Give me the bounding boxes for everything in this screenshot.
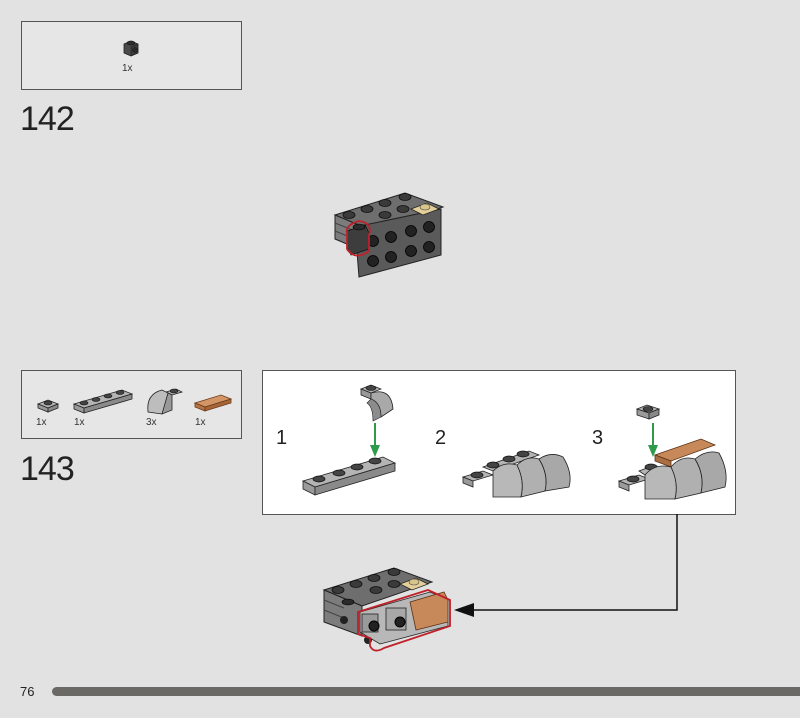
part-quantity: 3x bbox=[146, 417, 157, 428]
assembly-image-step-142 bbox=[333, 192, 445, 278]
substep-number-2: 2 bbox=[435, 427, 447, 449]
callout-connector-arrow bbox=[454, 514, 678, 617]
assembly-image-step-143 bbox=[322, 567, 451, 652]
part-image-brick-1x1-side-stud bbox=[123, 40, 139, 57]
progress-bar bbox=[52, 687, 800, 696]
substep-number-1: 1 bbox=[276, 427, 288, 449]
part-quantity: 1x bbox=[122, 63, 133, 74]
page-number: 76 bbox=[20, 684, 35, 699]
substep-callout: 1 2 3 bbox=[262, 370, 736, 515]
substep-3-image bbox=[617, 404, 727, 500]
part-image-tile-1x2-nougat bbox=[193, 394, 233, 412]
part-image-plate-1x1 bbox=[36, 399, 60, 413]
part-quantity: 1x bbox=[74, 417, 85, 428]
substep-number-3: 3 bbox=[592, 427, 604, 449]
substep-2-image bbox=[461, 450, 571, 498]
parts-list-step-143: 1x 1x 3x 1x bbox=[21, 370, 242, 439]
step-number-142: 142 bbox=[20, 100, 75, 138]
part-quantity: 1x bbox=[36, 417, 47, 428]
part-quantity: 1x bbox=[195, 417, 206, 428]
part-image-plate-1x4 bbox=[72, 389, 134, 414]
parts-list-step-142: 1x bbox=[21, 21, 242, 90]
step-number-143: 143 bbox=[20, 450, 75, 488]
part-image-curved-slope-1x1 bbox=[147, 388, 184, 415]
substep-1-image bbox=[301, 384, 397, 496]
